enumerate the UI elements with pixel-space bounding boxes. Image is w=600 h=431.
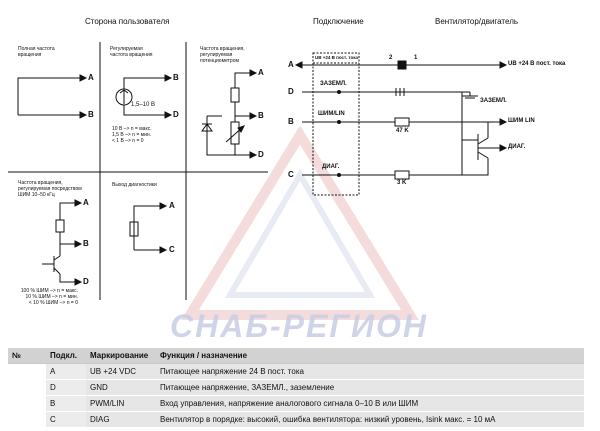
- full-speed-title-line2: вращения: [18, 52, 42, 58]
- header-connection: Подключение: [313, 17, 364, 26]
- cell-marking: UB +24 VDC: [86, 363, 156, 380]
- connection-box-title: UB +24 В пост. тока: [315, 55, 359, 60]
- pot-title-line1: Частота вращения,: [200, 46, 245, 52]
- table-row: C DIAG Вентилятор в порядке: высокий, ош…: [8, 411, 584, 428]
- pwm-pin-b: B: [83, 239, 89, 248]
- cell-connection: D: [46, 379, 86, 396]
- col-function: Функция / назначение: [156, 348, 584, 364]
- table-row: A UB +24 VDC Питающее напряжение 24 В по…: [8, 363, 584, 380]
- conn-pin-c: C: [288, 170, 294, 179]
- regulated-pin-b: B: [173, 73, 179, 82]
- col-number: №: [8, 348, 46, 364]
- full-speed-pin-b: B: [88, 110, 94, 119]
- conn-pin-b: B: [288, 117, 294, 126]
- table-row: D GND Питающее напряжение, ЗАЗЕМЛ., зазе…: [8, 379, 584, 396]
- pot-pin-a: A: [258, 68, 264, 77]
- pwm-pin-a: A: [83, 198, 89, 207]
- pwm-title-line2: регулируемая посредством: [18, 186, 82, 192]
- cell-connection: C: [46, 411, 86, 428]
- pot-pin-d: D: [258, 150, 264, 159]
- full-speed-title: Полная частота вращения: [18, 46, 55, 58]
- cell-function: Вход управления, напряжение аналогового …: [156, 395, 584, 412]
- pwm-notes: 100 % ШИМ –> n = макс. 10 % ШИМ –> n = м…: [20, 288, 78, 306]
- diag-output-label: ДИАГ.: [508, 144, 526, 150]
- cell-function: Питающее напряжение 24 В пост. тока: [156, 363, 584, 380]
- pwm-title: Частота вращения, регулируемая посредств…: [18, 180, 82, 198]
- col-connection: Подкл.: [46, 348, 86, 364]
- conn-pwm-label: ШИМ/LIN: [318, 111, 345, 117]
- cell-number: [8, 395, 46, 412]
- cell-number: [8, 379, 46, 396]
- cell-number: [8, 411, 46, 428]
- gnd-output-label: ЗАЗЕМЛ.: [480, 98, 507, 104]
- full-speed-pin-a: A: [88, 73, 94, 82]
- table-row: B PWM/LIN Вход управления, напряжение ан…: [8, 395, 584, 412]
- regulated-note-1: 10 В –> n = макс.: [112, 126, 152, 132]
- regulated-note-3: < 1 В –> n = 0: [112, 138, 144, 144]
- diode-num-2: 2: [389, 55, 393, 61]
- pwm-note-1: 100 % ШИМ –> n = макс.: [20, 288, 78, 294]
- ub-output-label: UB +24 В пост. тока: [508, 61, 566, 67]
- pwm-pin-d: D: [83, 277, 89, 286]
- header-fan-motor: Вентилятор/двигатель: [435, 17, 519, 26]
- pot-pin-b: B: [258, 111, 264, 120]
- pot-title-line3: потенциометром: [200, 58, 239, 64]
- diag-title: Выход диагностики: [112, 182, 157, 188]
- pot-title: Частота вращения, регулируемая потенциом…: [200, 46, 245, 64]
- cell-connection: A: [46, 363, 86, 380]
- resistor-47k-label: 47 K: [396, 128, 409, 134]
- pwm-output-label: ШИМ LIN: [508, 118, 535, 124]
- regulated-notes: 10 В –> n = макс. 1,5 В –> n = мин. < 1 …: [112, 126, 152, 144]
- conn-pin-d: D: [288, 87, 294, 96]
- header-user-side: Сторона пользователя: [85, 17, 170, 26]
- regulated-title-line1: Регулируемая: [110, 46, 143, 52]
- diode-num-1: 1: [414, 55, 418, 61]
- diag-pin-a: A: [169, 201, 175, 210]
- cell-connection: B: [46, 395, 86, 412]
- regulated-pin-d: D: [173, 110, 179, 119]
- pwm-title-line3: ШИМ 10–50 кГц: [18, 192, 55, 198]
- full-speed-title-line1: Полная частота: [18, 46, 55, 52]
- pin-table-header: № Подкл. Маркирование Функция / назначен…: [8, 348, 584, 364]
- regulated-title-line2: частота вращения: [110, 52, 153, 58]
- diag-pin-c: C: [169, 245, 175, 254]
- pwm-note-3: < 10 % ШИМ –> n = 0: [28, 300, 78, 306]
- pin-table: № Подкл. Маркирование Функция / назначен…: [8, 348, 584, 428]
- watermark-text: СНАБ-РЕГИОН: [170, 308, 428, 344]
- regulated-note-2: 1,5 В –> n = мин.: [112, 132, 152, 138]
- cell-function: Питающее напряжение, ЗАЗЕМЛ., заземление: [156, 379, 584, 396]
- cell-function: Вентилятор в порядке: высокий, ошибка ве…: [156, 411, 584, 428]
- conn-diag-label: ДИАГ.: [322, 164, 340, 170]
- regulated-range: 1,5–10 В: [131, 102, 156, 108]
- pot-title-line2: регулируемая: [200, 52, 233, 58]
- regulated-title: Регулируемая частота вращения: [110, 46, 153, 58]
- pwm-title-line1: Частота вращения,: [18, 180, 63, 186]
- cell-marking: DIAG: [86, 411, 156, 428]
- cell-marking: PWM/LIN: [86, 395, 156, 412]
- conn-gnd-label: ЗАЗЕМЛ.: [320, 81, 347, 87]
- resistor-3k-label: 3 K: [397, 180, 407, 186]
- conn-pin-a: A: [288, 60, 294, 69]
- pwm-note-2: 10 % ШИМ –> n = мин.: [25, 294, 78, 300]
- cell-number: [8, 363, 46, 380]
- col-marking: Маркирование: [86, 348, 156, 364]
- cell-marking: GND: [86, 379, 156, 396]
